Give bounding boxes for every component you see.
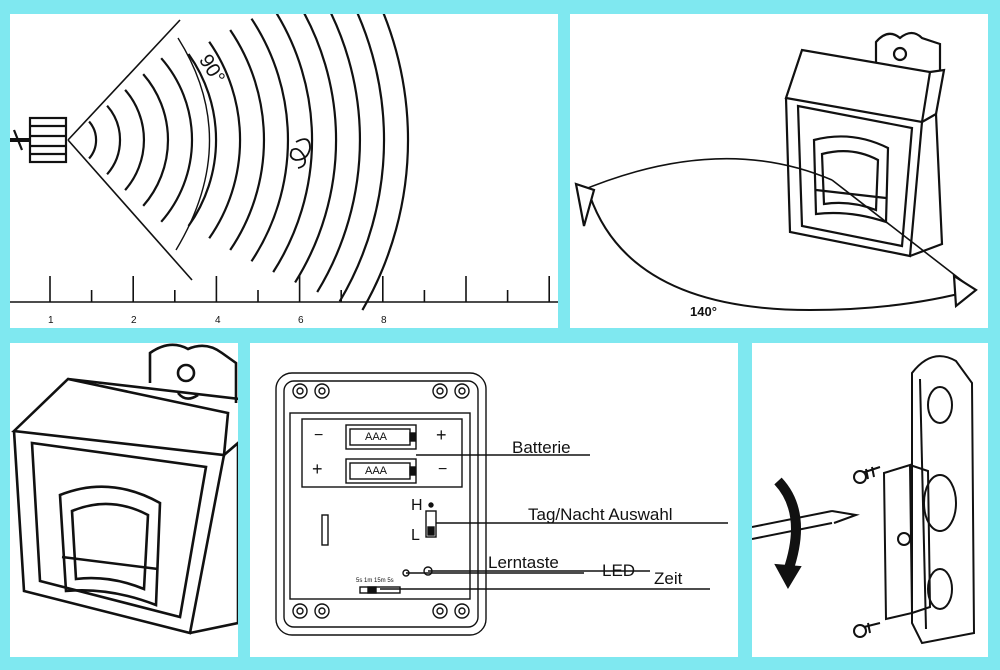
polarity-plus-left: + xyxy=(312,459,323,479)
detection-wave xyxy=(229,29,265,251)
interior-drawing xyxy=(275,372,728,636)
distance-mark-4: 4 xyxy=(215,315,221,326)
detection-wave xyxy=(208,41,242,239)
detection-wave xyxy=(338,14,386,302)
detection-wave xyxy=(316,14,361,293)
detection-range-panel: 90° 1 2 4 6 8 xyxy=(10,14,558,328)
battery-aaa-top: AAA xyxy=(365,431,388,443)
detection-wave xyxy=(142,73,170,207)
time-label: Zeit xyxy=(654,569,683,588)
detection-wave xyxy=(124,89,146,191)
battery-aaa-bottom: AAA xyxy=(365,465,388,477)
switch-low-label: L xyxy=(411,527,420,544)
switch-high-label: H xyxy=(411,497,423,514)
polarity-minus-left: − xyxy=(314,427,324,444)
detection-wave xyxy=(361,14,410,311)
led-label: LED xyxy=(602,561,636,580)
detection-wave xyxy=(88,120,98,160)
polarity-minus-right: − xyxy=(438,461,448,478)
detection-wave xyxy=(272,14,314,273)
device-view-panel xyxy=(10,343,238,657)
mounting-drawing xyxy=(752,355,976,645)
detection-wave xyxy=(294,14,338,283)
rotation-panel: 140° xyxy=(570,14,988,328)
distance-mark-6: 6 xyxy=(298,315,304,326)
interior-panel: AAA AAA − + + − H L 5s 1m 15m 5s Batteri… xyxy=(250,343,738,657)
mounting-panel xyxy=(752,343,988,657)
rotation-angle-label: 140° xyxy=(690,304,717,319)
battery-label: Batterie xyxy=(512,438,571,457)
polarity-plus-right: + xyxy=(436,425,447,445)
dip-switch-text: 5s 1m 15m 5s xyxy=(356,578,394,584)
learn-button-label: Lerntaste xyxy=(488,553,559,572)
detection-wave xyxy=(106,104,122,176)
sensor-housing-drawing xyxy=(11,343,238,635)
distance-mark-2: 2 xyxy=(131,315,137,326)
detection-wave xyxy=(187,53,218,227)
distance-mark-8: 8 xyxy=(381,315,387,326)
detection-wave xyxy=(160,57,194,223)
detection-wave xyxy=(250,18,289,262)
sensor-rotation-drawing xyxy=(574,31,978,312)
distance-mark-1: 1 xyxy=(48,315,54,326)
day-night-label: Tag/Nacht Auswahl xyxy=(528,505,673,524)
detection-range-drawing xyxy=(10,14,558,311)
